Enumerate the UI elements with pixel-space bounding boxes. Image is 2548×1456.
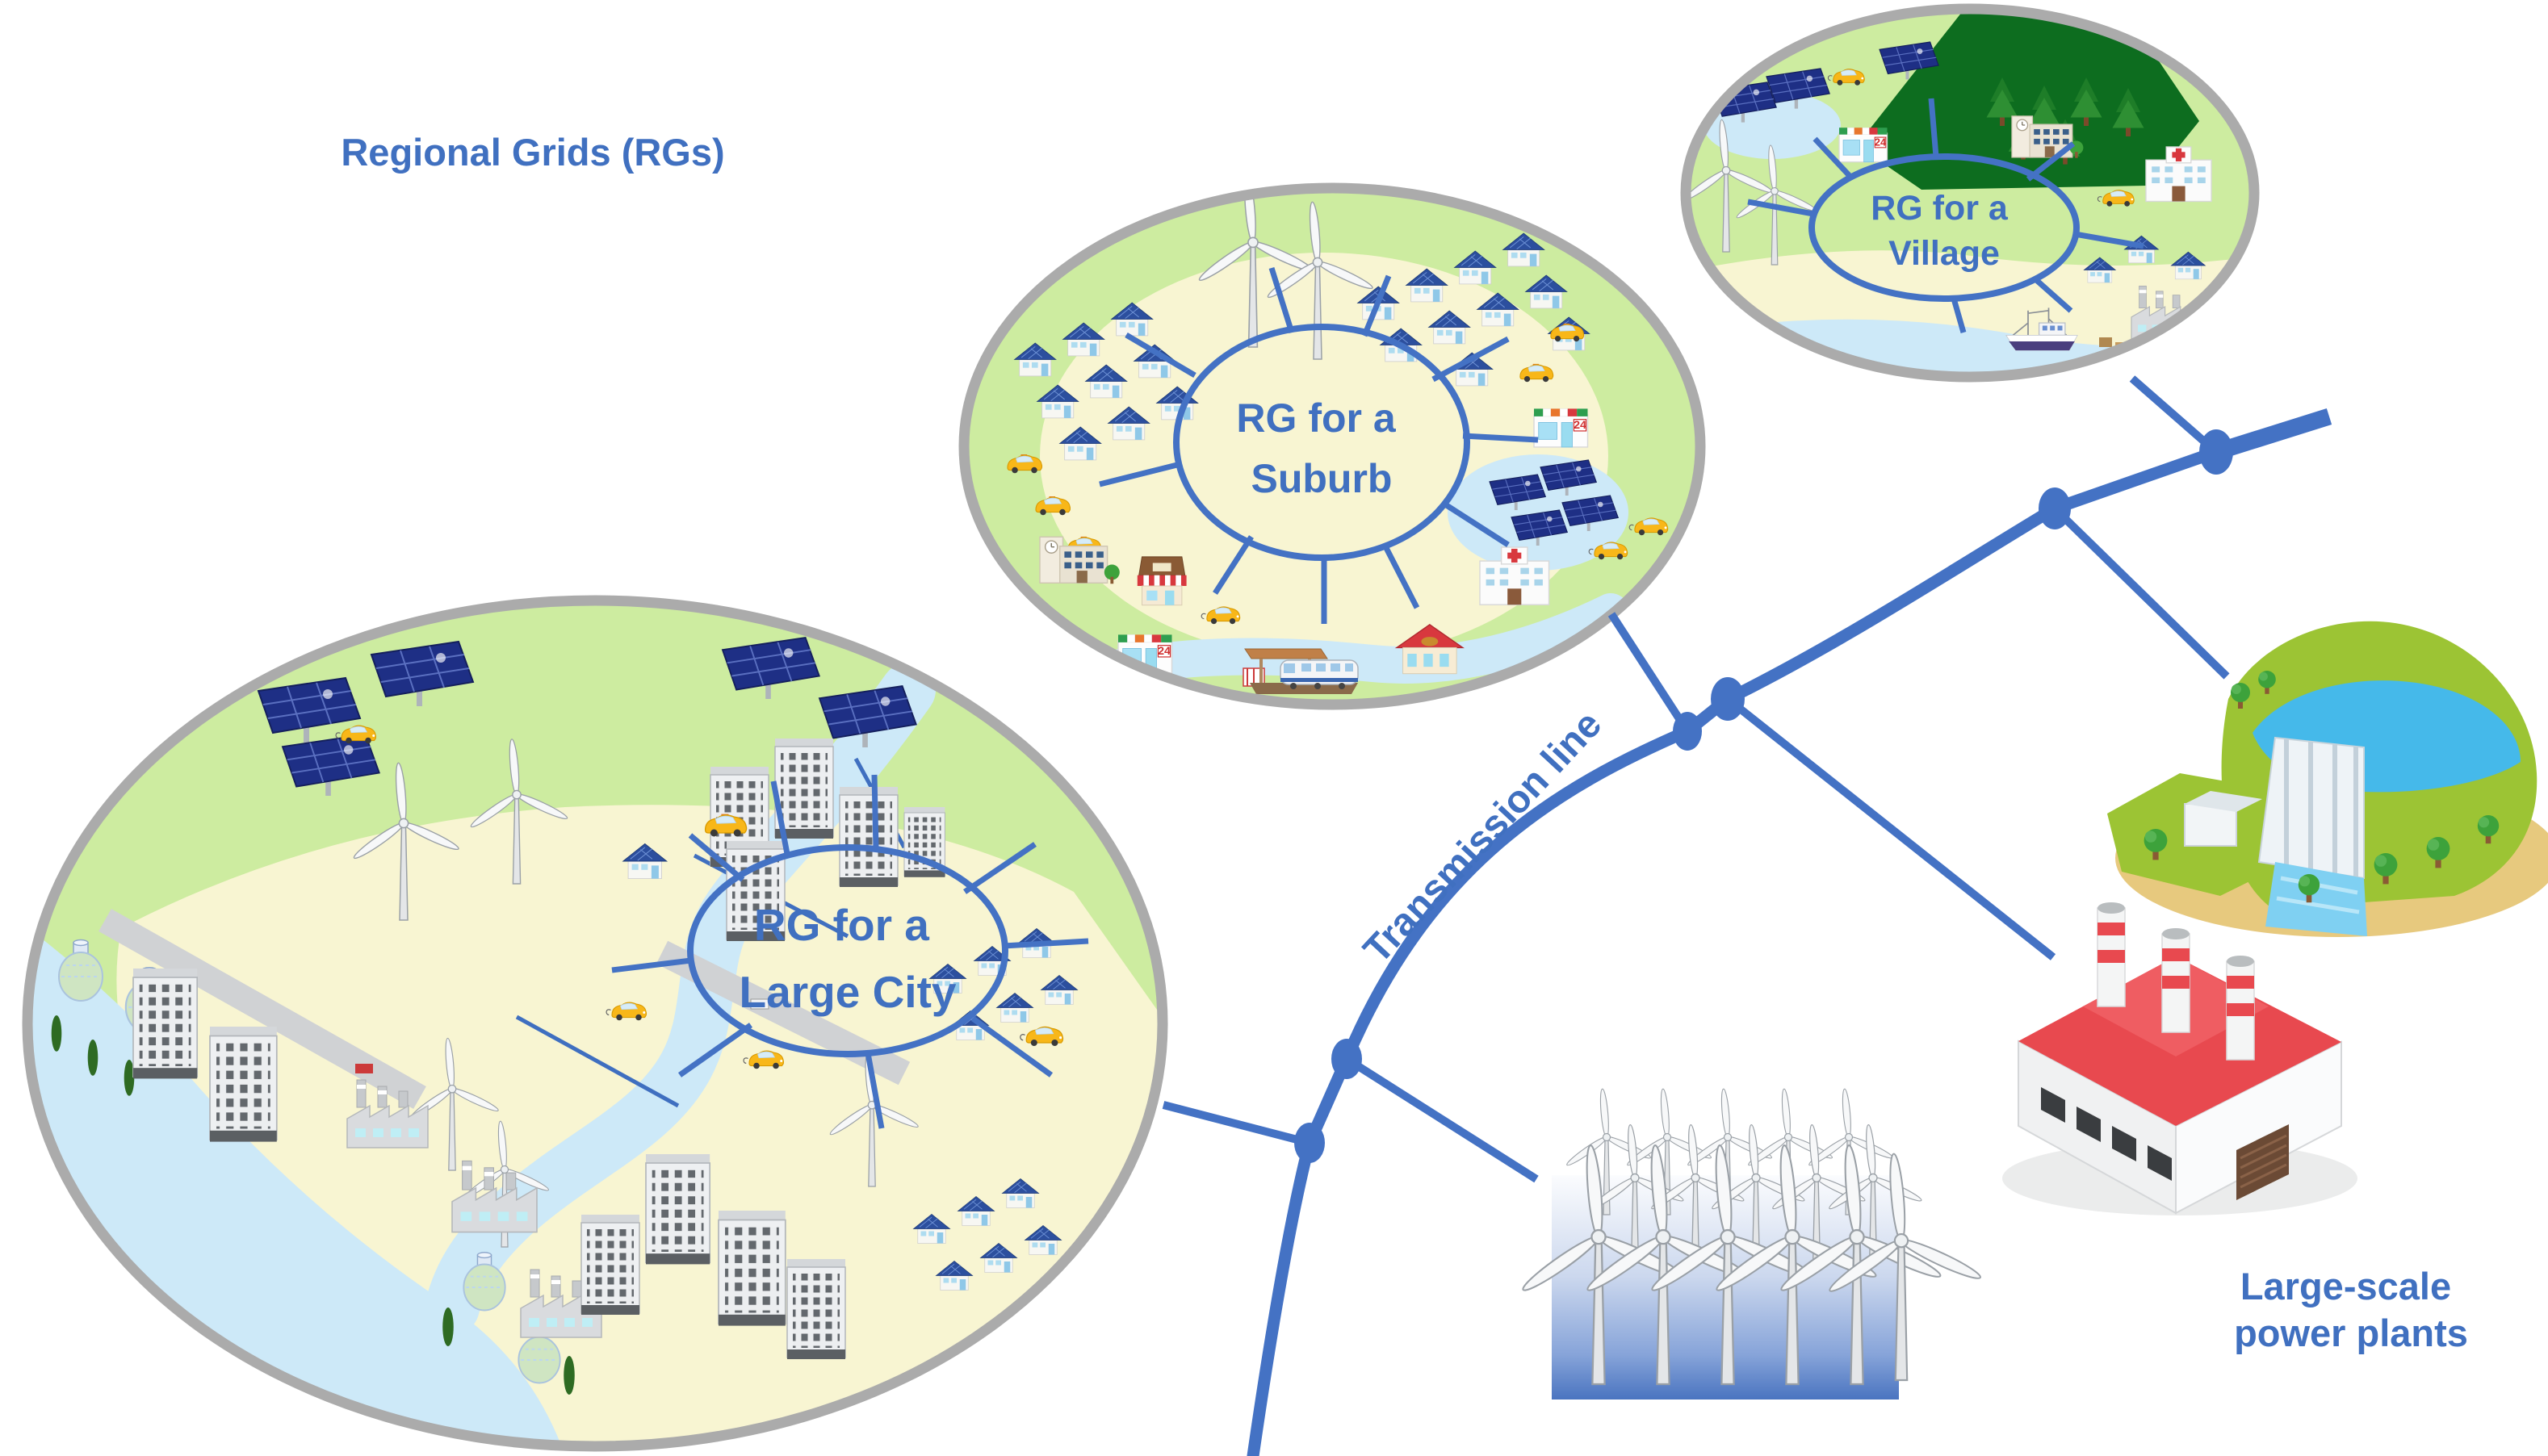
cypress-tree-icon <box>442 1307 454 1346</box>
small-car <box>355 1064 373 1073</box>
village-ring <box>1680 3 2260 383</box>
village-forest-mountain <box>1857 9 2199 190</box>
suburb-scene <box>964 188 1700 705</box>
plant-window <box>2041 1087 2065 1123</box>
region-large-city: RG for a Large City <box>22 595 1168 1452</box>
large-city-ring <box>22 595 1168 1452</box>
large-scale-power-plants-label: Large-scale power plants <box>2234 1265 2468 1354</box>
suburb-hub-ellipse <box>1173 324 1470 561</box>
small-car <box>750 998 769 1010</box>
office-tower-icon <box>645 1153 711 1266</box>
cypress-tree-icon <box>564 1356 575 1395</box>
diagram-title: Regional Grids (RGs) <box>341 131 724 174</box>
grid-node <box>1711 677 1745 721</box>
transmission-main-line <box>1247 446 2223 1456</box>
hydroelectric-dam <box>2107 621 2548 937</box>
transmission-nodes <box>1294 429 2233 1163</box>
cypress-tree-icon <box>87 1040 98 1076</box>
plant-chimney <box>2226 956 2255 1061</box>
grid-node <box>2199 429 2233 475</box>
branch-to-dam <box>2051 505 2230 680</box>
plant-chimney <box>2161 928 2190 1033</box>
suburb-spokes <box>1099 266 1539 624</box>
suburb-ring <box>958 182 1706 710</box>
plant-door-slats <box>2240 1134 2287 1189</box>
large-city-label: RG for a Large City <box>740 900 957 1017</box>
dam-powerhouse-roof <box>2185 791 2262 812</box>
office-tower-icon <box>786 1258 846 1360</box>
harbor-crate <box>2099 337 2112 347</box>
grid-node <box>1673 712 1702 751</box>
cafe-icon <box>1137 556 1188 606</box>
office-tower-icon <box>132 968 199 1080</box>
branch-to-suburb <box>1607 612 1691 734</box>
large-city-scene <box>27 600 1163 1446</box>
suburb-label: RG for a Suburb <box>1236 395 1406 501</box>
large-city-hub-ellipse <box>687 844 1008 1057</box>
village-spokes <box>1747 98 2144 333</box>
region-suburb: RG for a Suburb <box>958 182 1706 710</box>
village-label: RG for a Village <box>1871 189 2018 273</box>
office-tower-icon <box>209 1026 278 1143</box>
thermal-power-plant <box>2002 902 2357 1215</box>
office-tower-icon <box>580 1214 640 1316</box>
plant-door <box>2236 1124 2289 1200</box>
branch-to-large-city <box>1162 1101 1311 1147</box>
branch-to-thermal-plant <box>1725 696 2056 960</box>
plant-window <box>2077 1107 2101 1142</box>
office-tower-icon <box>718 1210 786 1327</box>
plant-window <box>2148 1145 2172 1181</box>
cypress-tree-icon <box>51 1015 62 1052</box>
large-city-spokes <box>611 774 1089 1129</box>
offshore-wind-farm <box>1518 1088 1984 1400</box>
office-tower-icon <box>839 786 899 888</box>
convenience-store-24-icon <box>1533 408 1589 448</box>
grid-node <box>1294 1123 1325 1163</box>
dam-buttresses <box>2284 739 2358 877</box>
plant-chimney <box>2097 902 2126 1007</box>
grid-node <box>2039 487 2071 529</box>
plant-window <box>2112 1126 2136 1161</box>
convenience-store-24-icon <box>1838 127 1888 163</box>
transmission-line-stub <box>2213 408 2332 461</box>
branch-to-wind-farm <box>1344 1055 1539 1183</box>
transmission-network <box>1162 375 2332 1456</box>
grid-node <box>1331 1039 1362 1079</box>
region-village: RG for a Village <box>1680 3 2260 383</box>
village-hub-ellipse <box>1808 153 2080 302</box>
transmission-line-label: Transmission line <box>1356 703 1610 972</box>
